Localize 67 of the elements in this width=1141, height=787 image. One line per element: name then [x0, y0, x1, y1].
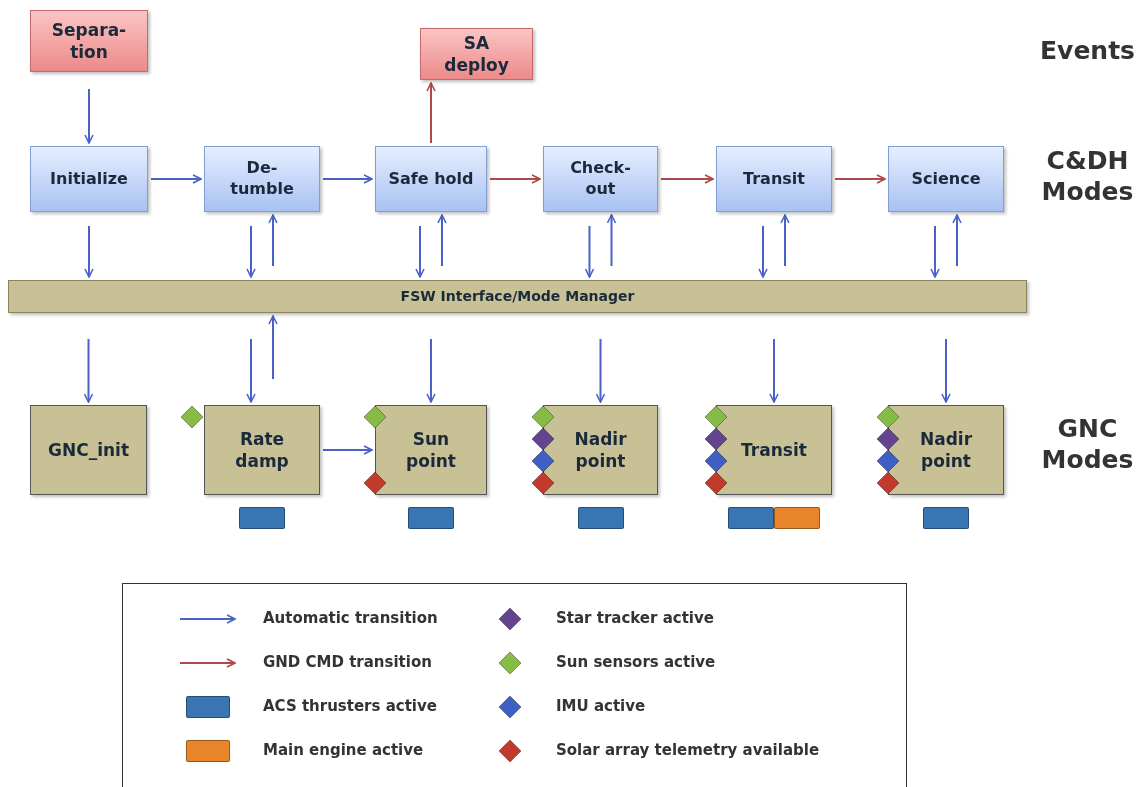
node-label: Transit	[743, 168, 805, 190]
row-heading: Events	[1039, 35, 1136, 67]
arrow	[660, 174, 714, 184]
mode-box	[30, 405, 147, 495]
legend-text: GND CMD transition	[263, 653, 432, 671]
mode-box	[30, 146, 148, 212]
event-box	[30, 10, 148, 72]
mode-box	[204, 146, 320, 212]
legend-text: Automatic transition	[263, 609, 438, 627]
node-label: De- tumble	[229, 158, 295, 200]
node-label: Separa- tion	[51, 18, 127, 64]
row-heading: GNC Modes	[1040, 413, 1135, 476]
mode-box	[716, 405, 832, 495]
arrow	[595, 338, 606, 403]
arrow	[322, 174, 373, 184]
manager-bar	[8, 280, 1027, 313]
node-label: Safe hold	[388, 168, 474, 190]
arrow	[415, 225, 425, 278]
mode-box	[888, 146, 1004, 212]
mode-box	[543, 146, 658, 212]
arrow	[437, 214, 447, 267]
arrow	[322, 445, 373, 455]
arrow	[150, 174, 202, 184]
node-label: Sun point	[405, 427, 457, 473]
mode-box	[888, 405, 1004, 495]
node-label: Science	[911, 168, 981, 190]
arrow	[780, 214, 790, 267]
node-label: Transit	[741, 438, 807, 462]
node-label: Rate damp	[234, 427, 290, 473]
arrow	[426, 82, 436, 144]
arrow	[268, 214, 278, 267]
arrow	[941, 338, 951, 403]
legend-text: Star tracker active	[556, 609, 714, 627]
arrow	[246, 338, 256, 403]
node-label: SA deploy	[443, 31, 510, 77]
arrow	[606, 214, 617, 267]
node-label: Initialize	[50, 168, 128, 190]
arrow	[930, 225, 940, 278]
legend-text: Sun sensors active	[556, 653, 716, 671]
arrow	[758, 225, 768, 278]
legend-text: Main engine active	[263, 741, 424, 759]
legend-text: Solar array telemetry available	[556, 741, 820, 759]
node-label: FSW Interface/Mode Manager	[400, 287, 635, 306]
arrow	[489, 174, 541, 184]
arrow	[246, 225, 256, 278]
mode-box	[204, 405, 320, 495]
legend-text: ACS thrusters active	[263, 697, 437, 715]
mode-box	[375, 405, 487, 495]
node-label: Nadir point	[918, 427, 974, 473]
arrow	[268, 315, 278, 380]
node-label: GNC_init	[47, 438, 129, 462]
arrow	[84, 88, 94, 144]
node-label: Nadir point	[573, 427, 628, 473]
arrow	[834, 174, 886, 184]
arrow	[769, 338, 779, 403]
arrow	[952, 214, 962, 267]
mode-box	[543, 405, 658, 495]
event-box	[420, 28, 533, 80]
mode-box	[375, 146, 487, 212]
arrow	[426, 338, 436, 403]
arrow	[84, 225, 94, 278]
node-label: Check- out	[569, 158, 632, 200]
arrow	[83, 338, 94, 403]
row-heading: C&DH Modes	[1040, 145, 1135, 208]
mode-box	[716, 146, 832, 212]
arrow	[584, 225, 595, 278]
legend-text: IMU active	[556, 697, 646, 715]
